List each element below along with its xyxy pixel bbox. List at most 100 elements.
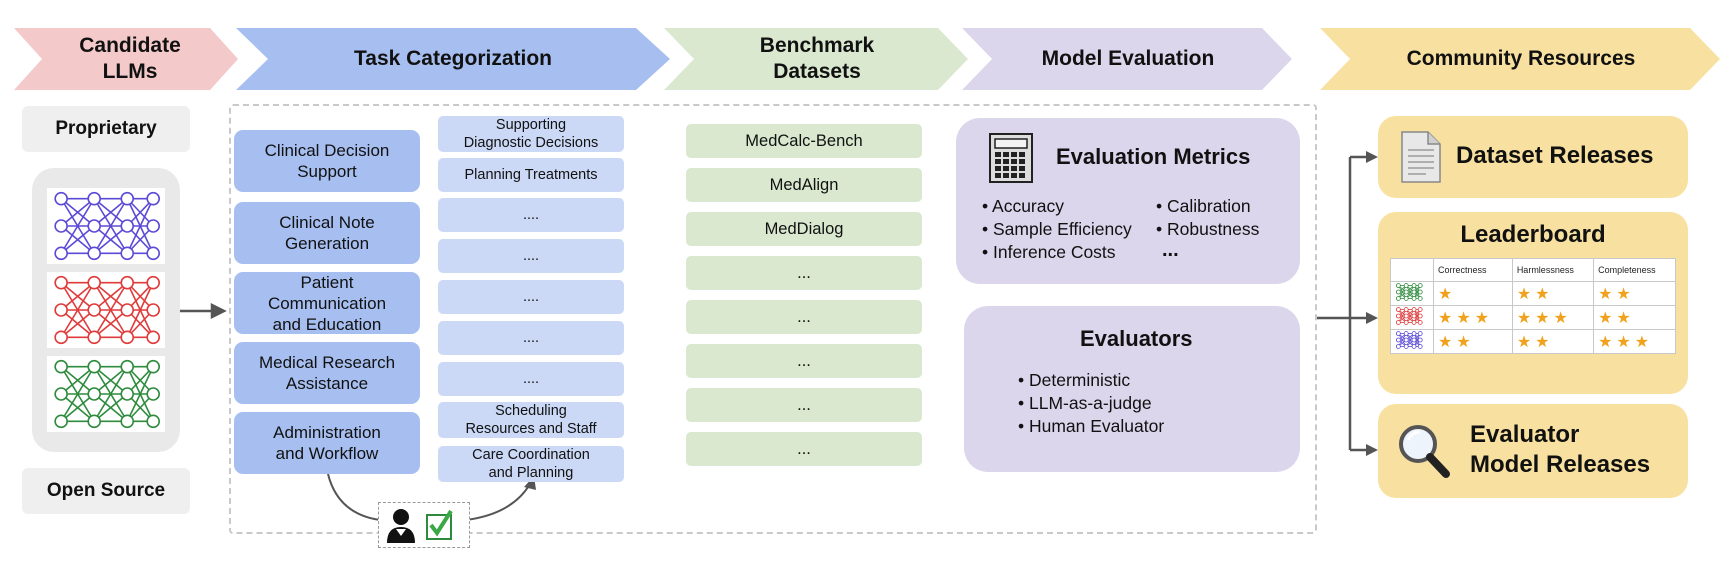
net-node: [120, 387, 135, 401]
neural-net-icon-red: [47, 272, 165, 348]
header-chevron-benchmark: [664, 28, 968, 90]
metric-item: • Accuracy: [982, 196, 1064, 216]
net-node: [1417, 320, 1423, 325]
net-node: [1417, 307, 1423, 312]
category-medical-research: Medical Research Assistance: [234, 342, 420, 404]
net-edge: [60, 282, 95, 338]
header-candidate-llms: Candidate LLMs: [79, 34, 181, 83]
net-node: [146, 246, 160, 261]
leaderboard-card: Leaderboard Correctness Harmlessness Com…: [1378, 212, 1688, 394]
net-edge: [1398, 285, 1407, 299]
net-node: [1395, 337, 1401, 343]
net-node: [146, 414, 160, 429]
subtask-scheduling-resources: Scheduling Resources and Staff: [438, 402, 624, 438]
net-node: [120, 303, 135, 317]
checkbox-icon: [426, 509, 453, 540]
rating-stars: ★★: [1593, 305, 1676, 330]
leaderboard-col-completeness: Completeness: [1593, 258, 1676, 282]
model-net-icon: [1390, 305, 1434, 330]
benchmark-placeholder: ...: [686, 344, 922, 378]
net-node: [120, 191, 135, 206]
metric-item: ...: [1162, 239, 1179, 261]
subtask-placeholder: ....: [438, 198, 624, 232]
subtask-placeholder: ....: [438, 280, 624, 314]
net-node: [1411, 331, 1417, 336]
header-chevron-task: [236, 28, 670, 90]
net-node: [87, 219, 102, 233]
category-administration-workflow: Administration and Workflow: [234, 412, 420, 474]
net-edge: [1398, 333, 1407, 347]
net-node: [1411, 337, 1417, 343]
dataset-releases-card: Dataset Releases: [1378, 116, 1688, 198]
net-node: [1395, 344, 1401, 349]
net-node: [1403, 313, 1409, 319]
llm-networks-panel: [32, 168, 180, 452]
net-node: [1395, 320, 1401, 325]
pipeline-frame: [229, 104, 1317, 534]
net-edge: [126, 366, 154, 422]
net-edge: [126, 282, 154, 338]
neural-net-icon-purple: [47, 188, 165, 264]
benchmark-placeholder: ...: [686, 388, 922, 422]
net-node: [120, 219, 135, 233]
neural-net-icon-green: [47, 356, 165, 432]
net-edge: [93, 366, 128, 422]
net-node: [87, 330, 102, 345]
evaluator-item: • LLM-as-a-judge: [1018, 393, 1152, 413]
net-edge: [93, 309, 128, 338]
net-node: [1395, 289, 1401, 295]
rating-stars: ★★★: [1511, 305, 1595, 330]
net-edge: [1405, 333, 1415, 347]
net-node: [54, 414, 68, 429]
net-edge: [93, 282, 128, 338]
net-node: [87, 303, 102, 317]
net-edge: [1405, 309, 1415, 323]
model-net-icon: [1390, 281, 1434, 306]
net-node: [1417, 283, 1423, 288]
subtask-care-coordination: Care Coordination and Planning: [438, 446, 624, 482]
proprietary-label: Proprietary: [22, 106, 190, 152]
net-node: [1403, 307, 1409, 312]
net-node: [1417, 289, 1423, 295]
net-node: [120, 414, 135, 429]
net-node: [54, 275, 68, 290]
net-node: [120, 330, 135, 345]
leaderboard-col-harmlessness: Harmlessness: [1511, 258, 1595, 282]
category-clinical-decision-support: Clinical Decision Support: [234, 130, 420, 192]
rating-stars: ★★★: [1593, 329, 1676, 354]
rating-stars: ★★: [1511, 329, 1595, 354]
leaderboard-corner-cell: [1390, 258, 1434, 282]
net-node: [1395, 313, 1401, 319]
net-node: [146, 387, 160, 401]
benchmark-placeholder: ...: [686, 432, 922, 466]
evaluator-item: • Deterministic: [1018, 370, 1131, 390]
net-node: [146, 330, 160, 345]
leaderboard-table: Correctness Harmlessness Completeness ★ …: [1390, 258, 1676, 354]
net-node: [120, 359, 135, 374]
net-edge: [93, 282, 128, 311]
benchmark-placeholder: ...: [686, 300, 922, 334]
header-chevron-community: [1320, 28, 1720, 90]
evaluators-title: Evaluators: [1080, 326, 1193, 351]
net-node: [1403, 283, 1409, 288]
evaluator-releases-card: Evaluator Model Releases: [1378, 404, 1688, 498]
net-node: [87, 387, 102, 401]
subtask-placeholder: ....: [438, 321, 624, 355]
net-node: [1403, 289, 1409, 295]
net-node: [1411, 313, 1417, 319]
header-benchmark-datasets: Benchmark Datasets: [759, 34, 875, 83]
net-node: [146, 359, 160, 374]
net-node: [1411, 283, 1417, 288]
rating-stars: ★★: [1433, 329, 1513, 354]
net-node: [54, 246, 68, 261]
open-source-label: Open Source: [22, 468, 190, 514]
net-node: [1411, 320, 1417, 325]
arrow-human-in-loop: [327, 473, 531, 521]
net-node: [1411, 307, 1417, 312]
subtask-planning-treatments: Planning Treatments: [438, 158, 624, 192]
subtask-diagnostic-decisions: Supporting Diagnostic Decisions: [438, 116, 624, 152]
net-edge: [60, 225, 95, 254]
net-node: [54, 191, 68, 206]
net-node: [54, 330, 68, 345]
